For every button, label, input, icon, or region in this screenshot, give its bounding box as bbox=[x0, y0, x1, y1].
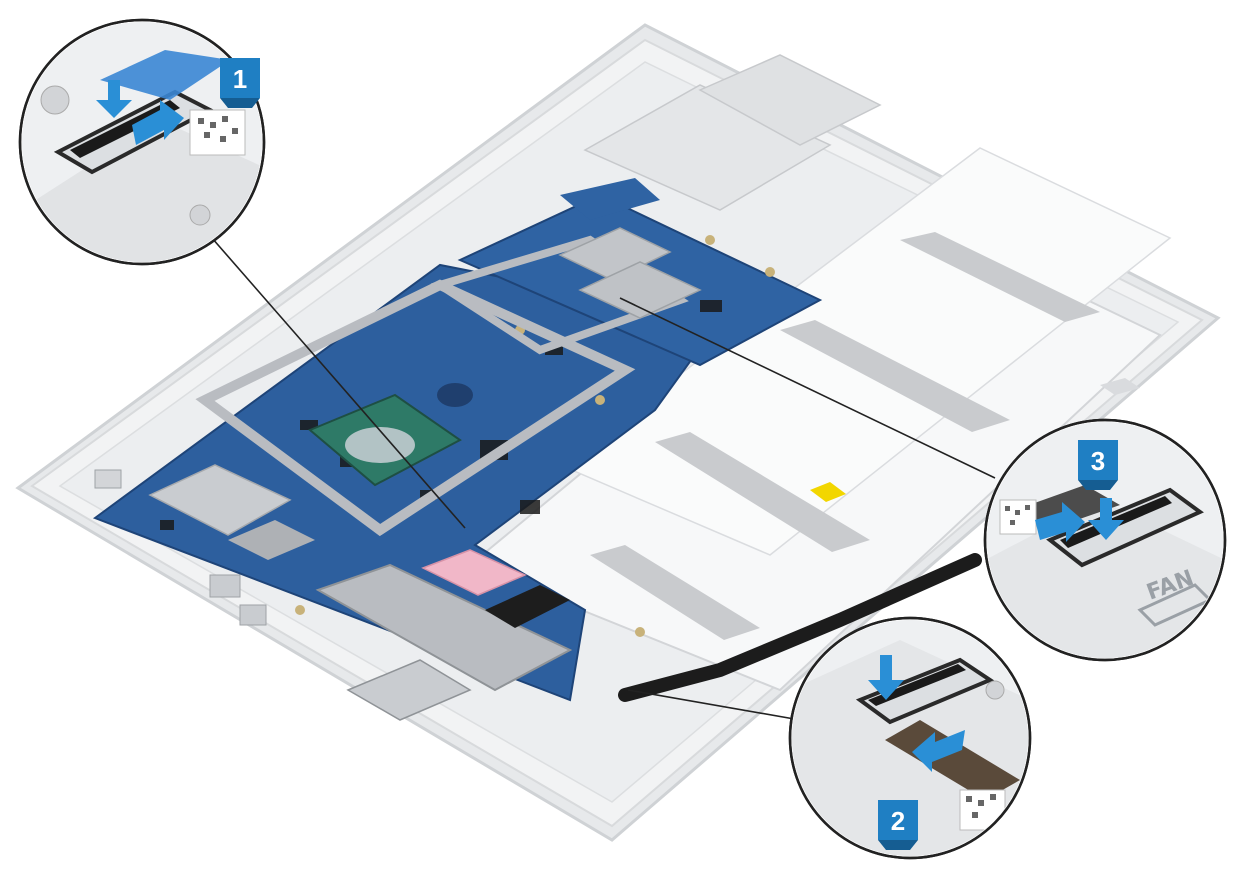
callout-step-1: 1 bbox=[18, 18, 266, 266]
callout-step-2: 2 bbox=[788, 616, 1032, 860]
leader-lines bbox=[204, 229, 996, 721]
ssd-shield bbox=[315, 549, 573, 721]
arrow-push-icon bbox=[1035, 498, 1124, 542]
step-badge-icon: 2 bbox=[878, 800, 918, 850]
wlan-shield bbox=[558, 227, 702, 319]
battery bbox=[468, 147, 1172, 692]
step-3-number: 3 bbox=[1091, 446, 1105, 476]
step-2-number: 2 bbox=[891, 806, 905, 836]
step-1-number: 1 bbox=[233, 64, 247, 94]
step-badge-icon: 1 bbox=[220, 58, 260, 108]
step-badge-icon: 3 bbox=[1078, 440, 1118, 490]
flex-cable bbox=[618, 553, 982, 702]
left-io-shield bbox=[94, 464, 315, 626]
arrow-push-icon bbox=[96, 80, 184, 145]
upper-module-area bbox=[583, 54, 882, 211]
arrow-push-icon bbox=[868, 655, 965, 772]
callout-step-3: FAN 3 bbox=[983, 418, 1227, 662]
